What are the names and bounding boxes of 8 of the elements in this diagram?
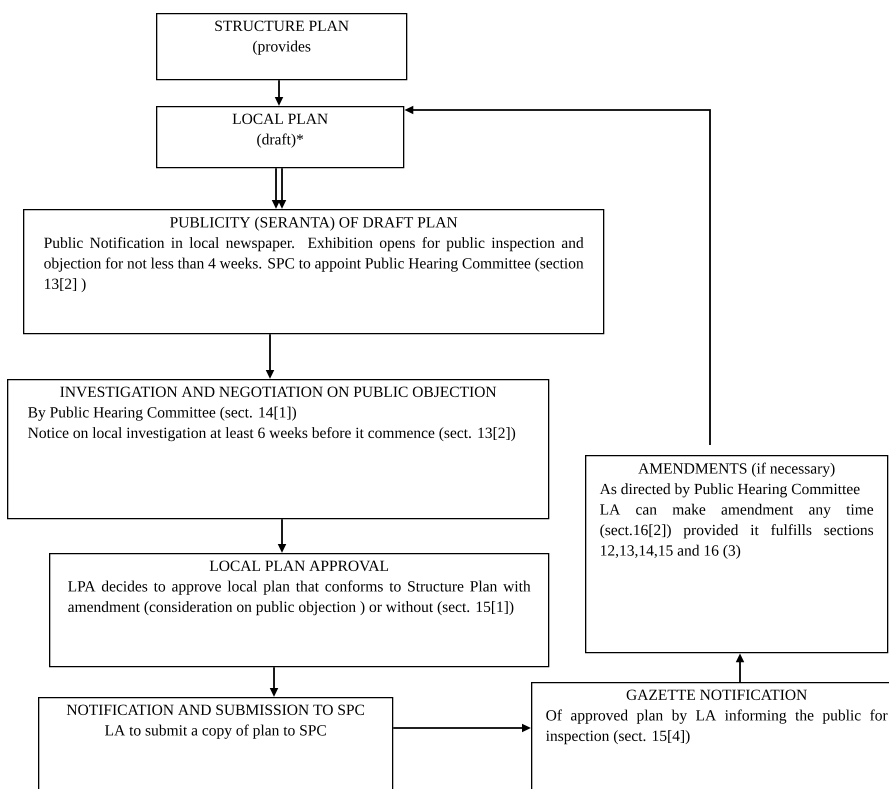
process-box: GAZETTE NOTIFICATION Of approved plan by LA informing the public for inspection (sect. 15[4]) [531,682,889,789]
process-box: AMENDMENTS (if necessary) As directed by Public Hearing Committee LA can make amendment any time (sect.16[2]) provided it fulfills sections 12,13,14,15 and 16 (3) [585,455,888,654]
process-box: LOCAL PLAN (draft)* [156,106,404,168]
process-box: NOTIFICATION AND SUBMISSION TO SPC LA to submit a copy of plan to SPC [38,697,394,789]
process-box: LOCAL PLAN APPROVAL LPA decides to approve local plan that conforms to Structure Plan with amendment (consideration on public objection ) or without (sect. 15[1]) [49,553,550,668]
process-box: INVESTIGATION AND NEGOTIATION ON PUBLIC OBJECTION By Public Hearing Committee (sect. 14[1]) Notice on local investigation at least 6 weeks before it commence (sect. 13[2]) [7,379,550,520]
process-box: STRUCTURE PLAN (provides [156,13,408,80]
process-box: PUBLICITY (SERANTA) OF DRAFT PLAN Public Notification in local newspaper. Exhibition opens for public inspection and objection for not less than 4 weeks. SPC to appoint Public Hearing Committee (section 13[2] ) [23,209,604,334]
